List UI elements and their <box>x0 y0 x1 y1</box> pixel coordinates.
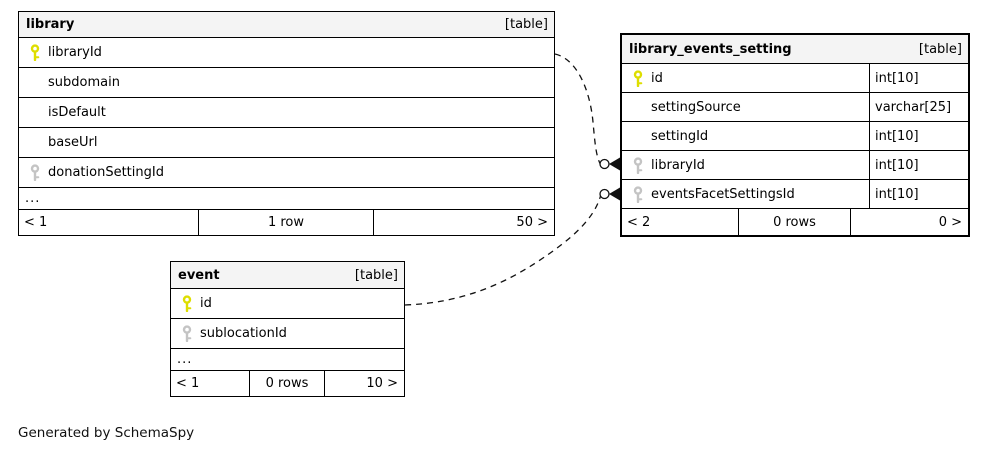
column-row-id: id <box>171 289 404 319</box>
column-name: libraryId <box>651 157 705 173</box>
column-type: int[10] <box>869 151 968 179</box>
table-type-tag: [table] <box>918 41 962 57</box>
footer-row-count: 0 rows <box>738 209 850 235</box>
table-node-library[interactable]: library [table] libraryId subdomain isDe… <box>18 11 555 236</box>
footer-row-count: 0 rows <box>249 371 323 396</box>
zero-cardinality-marker-2 <box>599 188 610 200</box>
ellipsis-row: ... <box>171 349 404 371</box>
foreign-key-icon <box>29 164 41 181</box>
foreign-key-icon <box>632 156 644 174</box>
column-row-subdomain: subdomain <box>19 68 554 98</box>
primary-key-icon <box>29 44 41 61</box>
column-name: libraryId <box>48 45 102 60</box>
column-name: settingSource <box>651 99 741 115</box>
column-type: int[10] <box>869 64 968 92</box>
table-title[interactable]: event <box>178 267 220 283</box>
relationship-line-library-to-les <box>554 53 601 164</box>
column-name: settingId <box>651 128 709 144</box>
column-row-eventsFacetSettingsId: eventsFacetSettingsId int[10] <box>622 180 968 209</box>
table-type-tag: [table] <box>354 267 398 283</box>
column-name: baseUrl <box>48 135 98 150</box>
footer-prev-pages[interactable]: < 1 <box>176 376 200 391</box>
column-name: eventsFacetSettingsId <box>651 186 795 202</box>
column-name: id <box>200 296 212 311</box>
column-row-isDefault: isDefault <box>19 98 554 128</box>
table-footer: < 1 0 rows 10 > <box>171 371 404 396</box>
table-title[interactable]: library_events_setting <box>629 41 792 57</box>
column-row-id: id int[10] <box>622 64 968 93</box>
crowfoot-marker-2 <box>609 187 620 201</box>
footer-next-pages[interactable]: 50 > <box>373 210 554 235</box>
column-row-sublocationId: sublocationId <box>171 319 404 349</box>
table-header-event[interactable]: event [table] <box>171 262 404 289</box>
generator-credit: Generated by SchemaSpy <box>18 425 195 441</box>
table-title[interactable]: library <box>26 17 75 32</box>
column-name: subdomain <box>48 75 120 90</box>
table-node-library-events-setting[interactable]: library_events_setting [table] id int[10… <box>620 33 970 237</box>
column-row-baseUrl: baseUrl <box>19 128 554 158</box>
table-footer: < 2 0 rows 0 > <box>622 209 968 235</box>
footer-prev-pages[interactable]: < 2 <box>627 214 651 230</box>
footer-next-pages[interactable]: 0 > <box>850 209 968 235</box>
footer-prev-pages[interactable]: < 1 <box>24 215 48 230</box>
column-row-libraryId: libraryId <box>19 38 554 68</box>
column-row-settingId: settingId int[10] <box>622 122 968 151</box>
primary-key-icon <box>181 295 193 312</box>
column-name: isDefault <box>48 105 106 120</box>
foreign-key-icon <box>181 325 193 342</box>
zero-cardinality-marker-1 <box>599 158 610 170</box>
ellipsis-row: ... <box>19 188 554 210</box>
column-name: id <box>651 70 663 86</box>
column-row-settingSource: settingSource varchar[25] <box>622 93 968 122</box>
column-type: varchar[25] <box>869 93 968 121</box>
table-footer: < 1 1 row 50 > <box>19 210 554 235</box>
table-header-library[interactable]: library [table] <box>19 12 554 38</box>
primary-key-icon <box>632 69 644 87</box>
column-name: donationSettingId <box>48 165 164 180</box>
table-header-library-events-setting[interactable]: library_events_setting [table] <box>622 35 968 64</box>
table-node-event[interactable]: event [table] id sublocationId ... < 1 0… <box>170 261 405 397</box>
table-type-tag: [table] <box>504 17 548 32</box>
column-name: sublocationId <box>200 326 287 341</box>
column-type: int[10] <box>869 180 968 208</box>
column-row-libraryId: libraryId int[10] <box>622 151 968 180</box>
footer-next-pages[interactable]: 10 > <box>323 371 404 396</box>
crowfoot-marker-1 <box>609 157 620 171</box>
footer-row-count: 1 row <box>198 210 373 235</box>
column-row-donationSettingId: donationSettingId <box>19 158 554 188</box>
column-type: int[10] <box>869 122 968 150</box>
foreign-key-icon <box>632 185 644 203</box>
